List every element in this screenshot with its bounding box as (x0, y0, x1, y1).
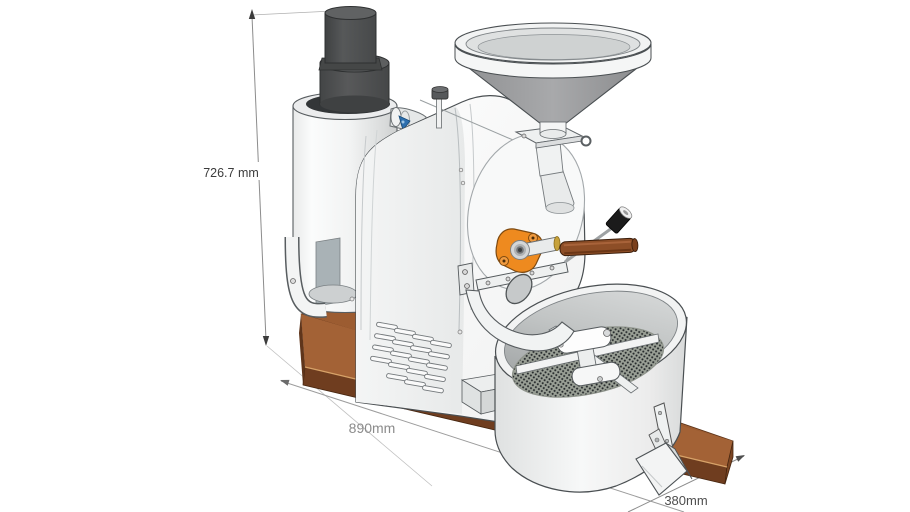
depth-arrow-right (735, 455, 745, 462)
length-dimension-line (280, 380, 685, 512)
height-extension-line (251, 10, 334, 16)
funnel-inner (477, 34, 631, 60)
stir-arms (515, 325, 660, 394)
height-arrow-top (248, 9, 256, 19)
depth-dimension-label: 380mm (664, 493, 707, 508)
damper-valve-handle (398, 115, 411, 131)
chimney (318, 6, 390, 113)
length-arrow-left (280, 379, 290, 386)
discharge-chute-guard (465, 289, 575, 352)
funnel-rim-band (454, 43, 652, 79)
top-pipe (431, 86, 449, 129)
chimney-cap (324, 6, 377, 20)
bean-scoop (635, 428, 693, 496)
discharge-door (505, 273, 533, 305)
chimney-upper-section (324, 12, 377, 64)
collector-shell (286, 236, 327, 317)
base-right-end (724, 440, 734, 485)
scoop-body (635, 442, 688, 496)
height-dimension-label: 726.7 mm (203, 166, 259, 180)
length-dimension: 890mm (266, 345, 685, 512)
base-left-end (299, 314, 305, 385)
trier-handle (559, 237, 639, 257)
mount-eye-tab (580, 135, 592, 147)
chimney-lower-base (320, 95, 389, 113)
discharge-assembly (457, 261, 569, 305)
body-seam-right (454, 107, 461, 331)
dimension-annotations: 726.7 mm 890mm 380mm (196, 9, 745, 512)
trier (495, 206, 639, 273)
body-seam-left2 (369, 129, 378, 341)
hopper-mount (514, 125, 592, 214)
height-dimension: 726.7 mm (196, 9, 334, 346)
height-arrow-bottom (262, 336, 270, 346)
length-dimension-label: 890mm (349, 420, 396, 436)
stirrer-motor-lower (571, 361, 621, 387)
probe-knob (605, 206, 633, 234)
height-label-backing (196, 162, 266, 180)
brass-ring (553, 236, 561, 251)
length-extension-line (266, 345, 433, 487)
collector-inner-floor (308, 284, 358, 304)
cooling-bin (494, 283, 688, 493)
hopper-funnel (454, 22, 652, 139)
body-left-face (356, 106, 465, 414)
body-seam-left (360, 135, 367, 331)
louver-vents (370, 321, 452, 394)
valve-pin (401, 120, 405, 124)
collector-shell-bolt (290, 278, 296, 284)
